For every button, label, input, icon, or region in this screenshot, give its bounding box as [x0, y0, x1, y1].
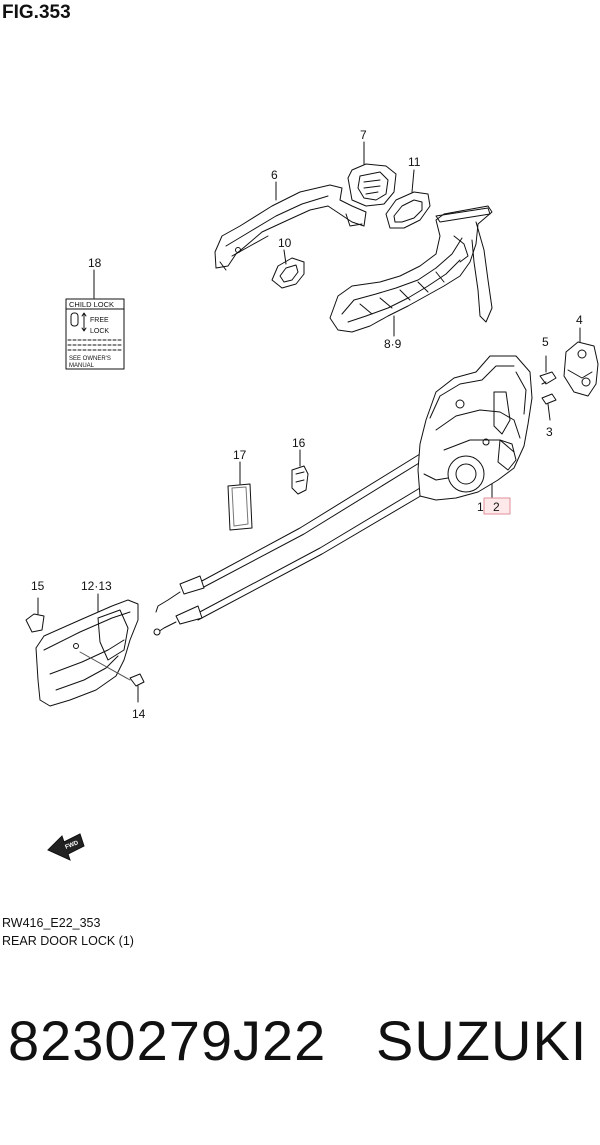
- part-10-small-gasket: [271, 257, 305, 289]
- part-4-striker: [563, 327, 599, 397]
- label-card-free: FREE: [90, 317, 109, 324]
- callout-15: 15: [31, 579, 45, 593]
- part-14-screw: [79, 651, 145, 703]
- part-18-child-lock-label: [65, 269, 125, 370]
- part-17-pad: [227, 461, 253, 531]
- bottom-caption: 8230279J22 SUZUKI: [8, 1008, 598, 1073]
- callout-3: 3: [546, 425, 553, 439]
- callout-14: 14: [132, 707, 146, 721]
- part-1-2-door-lock-assembly: [417, 355, 533, 503]
- callout-7: 7: [360, 128, 367, 142]
- label-card-note-2: MANUAL: [69, 363, 95, 369]
- label-card-note-1: SEE OWNER'S: [69, 356, 111, 362]
- part-7-handle-cap: [347, 163, 397, 207]
- part-3-screw: [541, 393, 557, 421]
- diagram-code: RW416_E22_353: [2, 916, 101, 930]
- fwd-arrow-icon: FWD: [47, 833, 85, 861]
- part-12-13-inner-handle: [35, 593, 139, 707]
- callout-11: 11: [408, 155, 421, 169]
- callout-2: 2: [493, 500, 500, 514]
- callout-1: 1: [477, 500, 484, 514]
- callout-18: 18: [88, 256, 102, 270]
- part-number: 8230279J22: [8, 1009, 327, 1072]
- brand-name: SUZUKI: [376, 1009, 588, 1072]
- caption-gap: [326, 1009, 376, 1072]
- part-16-clip: [291, 449, 309, 495]
- callout-16: 16: [292, 436, 306, 450]
- part-8-9-handle-frame: [329, 205, 493, 333]
- part-11-gasket: [385, 191, 431, 229]
- callout-4: 4: [576, 313, 583, 327]
- label-card-title: CHILD LOCK: [69, 300, 114, 309]
- svg-text:FWD: FWD: [65, 840, 81, 851]
- callout-10: 10: [278, 236, 292, 250]
- callout-5: 5: [542, 335, 549, 349]
- part-6-outer-handle-base: [214, 184, 367, 271]
- part-5-screw: [539, 355, 557, 385]
- callout-17: 17: [233, 448, 247, 462]
- exploded-parts-diagram: FWD 7 6 11 10 8·9 18 4 5 3 16 17 1 2 15 …: [25, 128, 599, 861]
- callout-8-9: 8·9: [384, 337, 402, 351]
- label-card-lock: LOCK: [90, 328, 109, 335]
- diagram-description: REAR DOOR LOCK (1): [2, 934, 134, 948]
- callout-12-13: 12·13: [81, 579, 112, 593]
- part-15-clip: [25, 597, 45, 633]
- callout-6: 6: [271, 168, 278, 182]
- figure-title: FIG.353: [2, 2, 71, 23]
